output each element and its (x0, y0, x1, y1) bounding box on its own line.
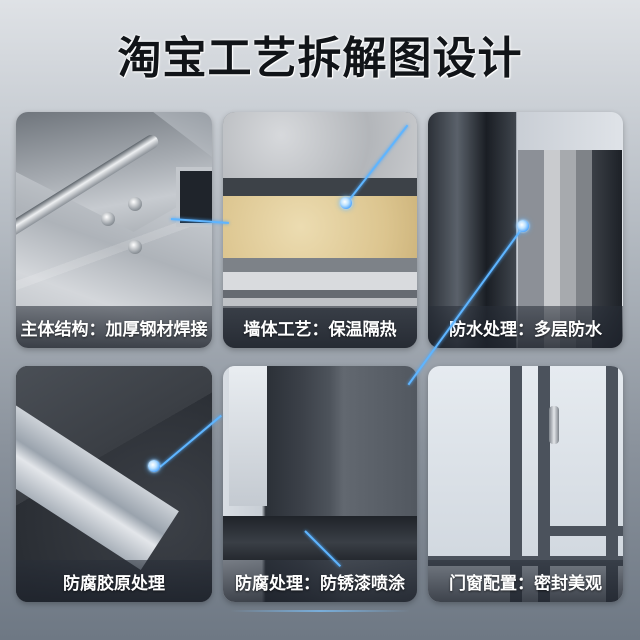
window-handle-icon (549, 406, 559, 444)
highlight-dot (340, 197, 352, 209)
card-caption: 防腐胶原处理 (16, 560, 212, 602)
highlight-dot (148, 460, 160, 472)
card-caption: 门窗配置：密封美观 (428, 560, 623, 602)
feature-card-wall-insulation: 墙体工艺：保温隔热 (223, 112, 417, 348)
card-caption: 主体结构：加厚钢材焊接 (16, 306, 212, 348)
feature-card-main-structure: 主体结构：加厚钢材焊接 (16, 112, 212, 348)
feature-card-door-window: 门窗配置：密封美观 (428, 366, 623, 602)
highlight-dot (517, 220, 529, 232)
card-caption: 防水处理：多层防水 (428, 306, 623, 348)
card-caption: 墙体工艺：保温隔热 (223, 306, 417, 348)
page-title: 淘宝工艺拆解图设计 (117, 33, 523, 84)
decorative-glow-line (230, 610, 410, 612)
feature-card-anticorrosion-coating: 防腐胶原处理 (16, 366, 212, 602)
card-caption: 防腐处理：防锈漆喷涂 (223, 560, 417, 602)
feature-card-rust-paint: 防腐处理：防锈漆喷涂 (223, 366, 417, 602)
